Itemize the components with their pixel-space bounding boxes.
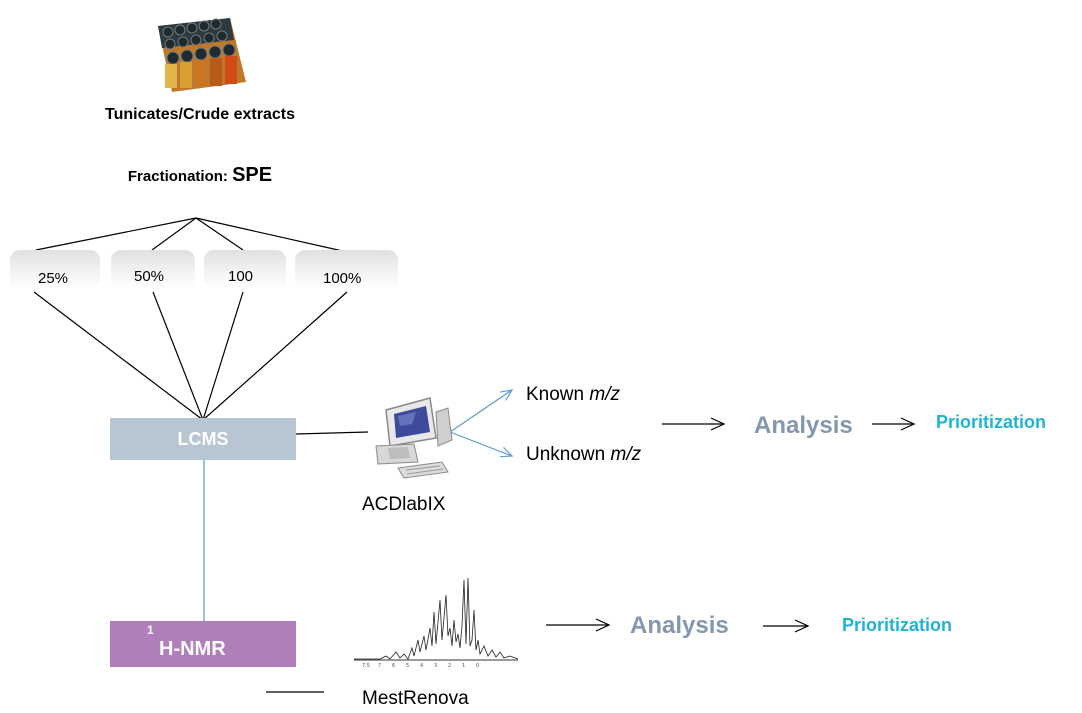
computer-icon — [375, 397, 453, 479]
lcms-box: LCMS — [110, 418, 296, 460]
fractionation-method: SPE — [232, 164, 273, 186]
svg-text:1: 1 — [462, 663, 465, 669]
nmr-prioritization-label: Prioritization — [842, 615, 953, 635]
svg-text:2: 2 — [448, 663, 451, 669]
fraction-tab-4 — [295, 250, 398, 288]
svg-text:7: 7 — [378, 663, 381, 669]
svg-text:4: 4 — [420, 663, 423, 669]
crude-extracts-title: Tunicates/Crude extracts — [105, 106, 295, 123]
unknown-unit: m/z — [610, 444, 642, 465]
unknown-text: Unknown — [526, 444, 611, 465]
svg-text:0: 0 — [476, 663, 479, 669]
nmr-label: H-NMR — [159, 638, 226, 660]
vials-image — [158, 18, 246, 92]
known-mz-label: Known m/z — [526, 384, 620, 406]
svg-text:7.5: 7.5 — [362, 663, 370, 669]
fraction-label: 25% — [38, 270, 69, 287]
nmr-analysis-label: Analysis — [630, 612, 729, 639]
nmr-box: 1 H-NMR — [110, 621, 296, 667]
lcms-label: LCMS — [177, 428, 229, 449]
fraction-label: 50% — [134, 268, 165, 285]
lcms-software-label: ACDlabIX — [362, 494, 446, 515]
fractionation-title: Fractionation: SPE — [70, 164, 330, 187]
svg-text:6: 6 — [392, 663, 395, 669]
unknown-mz-label: Unknown m/z — [526, 444, 641, 466]
svg-text:5: 5 — [406, 663, 409, 669]
fraction-label: 100 — [228, 268, 254, 285]
svg-text:3: 3 — [434, 663, 437, 669]
lcms-prioritization-label: Prioritization — [936, 412, 1047, 432]
fraction-tab-1 — [10, 250, 100, 288]
fraction-tab-2 — [111, 250, 195, 288]
lcms-analysis-label: Analysis — [754, 412, 853, 439]
nmr-software-label: MestRenova — [362, 688, 469, 709]
nmr-spectrum-image: 7.5 7 6 5 4 3 2 1 0 — [354, 577, 519, 669]
nmr-superscript: 1 — [147, 623, 154, 637]
known-unit: m/z — [589, 384, 620, 405]
fraction-tab-3 — [204, 250, 286, 288]
fractionation-prefix: Fractionation: — [127, 168, 233, 185]
fraction-label: 100% — [323, 270, 362, 287]
known-text: Known — [526, 384, 590, 405]
